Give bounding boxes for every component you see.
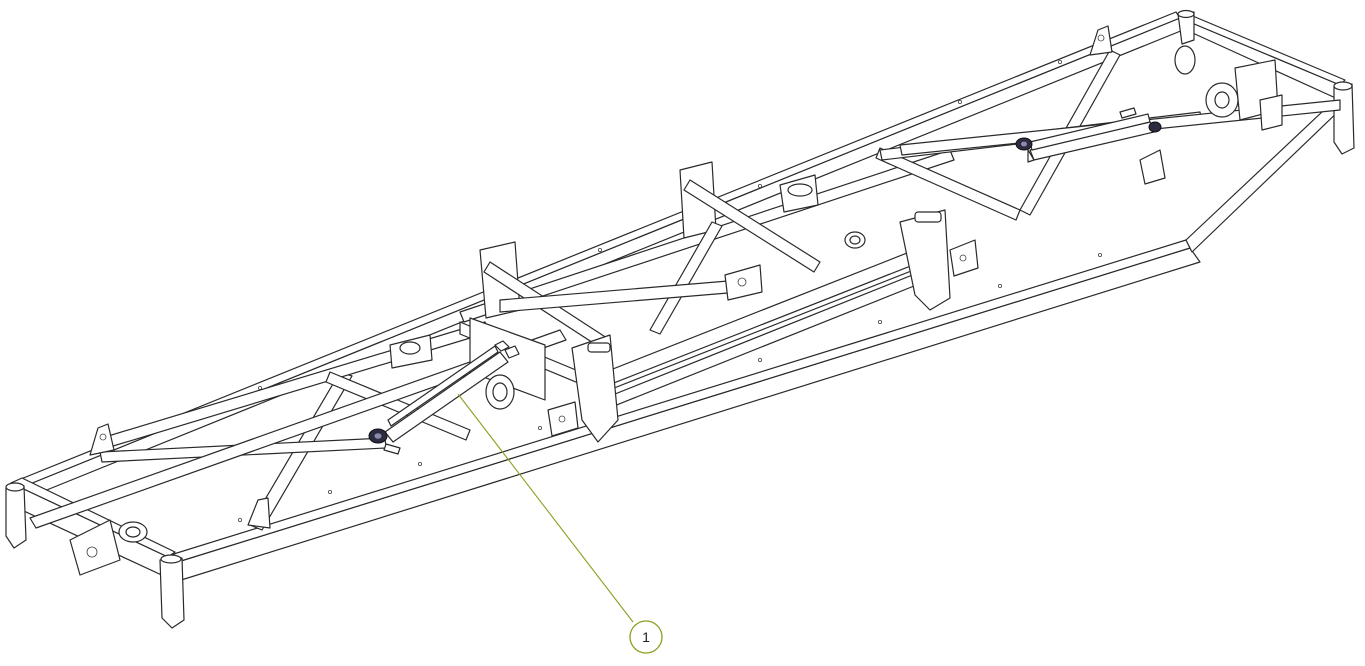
- outer-frame: [5, 9, 1355, 629]
- lifting-eye-right: [1089, 25, 1113, 56]
- foot-left-near: [159, 557, 185, 629]
- hitch-bracket-right: [899, 209, 951, 311]
- middle-section: [389, 149, 979, 443]
- left-axle-hub: [69, 519, 148, 576]
- foot-left-far: [5, 485, 27, 549]
- center-hub-left: [485, 374, 515, 410]
- cylinder-left: [368, 340, 520, 455]
- corner-feet: [5, 9, 1355, 629]
- cylinder-right-mount: [1015, 107, 1162, 163]
- callout-leader-line: [457, 393, 634, 623]
- callout-number: 1: [642, 629, 650, 645]
- foot-right-near: [1333, 83, 1355, 155]
- hitch-bracket-left: [571, 334, 619, 443]
- cylinder-left-top-mount: [494, 340, 520, 359]
- callout-1: 1: [457, 393, 663, 654]
- center-hub-far: [844, 231, 866, 249]
- cylinder-left-mount: [368, 428, 401, 455]
- cylinder-right: [1015, 107, 1162, 163]
- callout-balloon: [629, 620, 663, 654]
